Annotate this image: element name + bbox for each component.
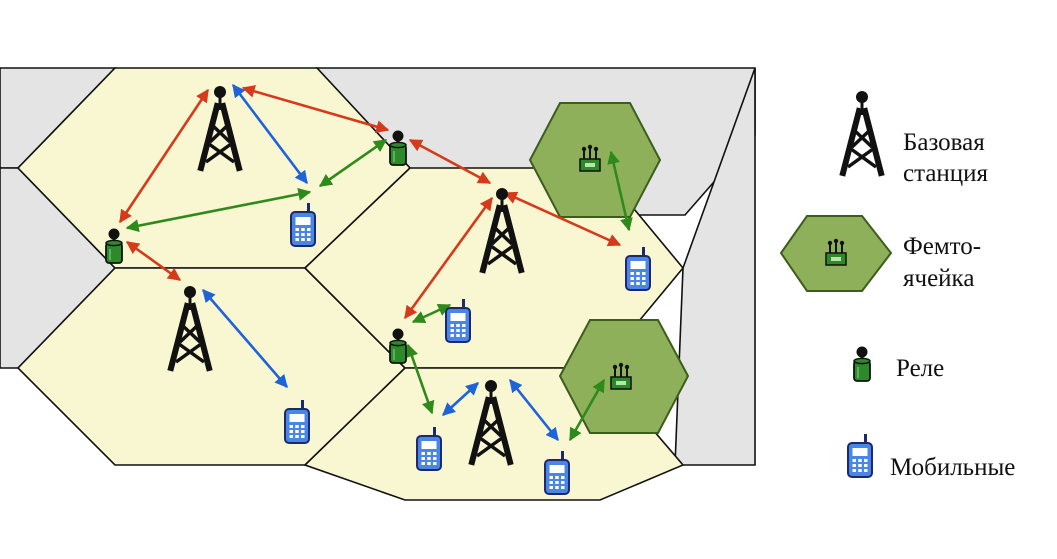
legend-base-station-icon xyxy=(843,91,881,173)
legend-base-station-label-2: станция xyxy=(903,160,989,187)
link-femto1-mobile xyxy=(607,150,633,232)
femtocell-ap-icon xyxy=(610,361,632,390)
link-mobile-relay2 xyxy=(318,138,388,188)
link-bs2-mobile xyxy=(503,191,622,247)
link-relay3-mobile-upper xyxy=(411,303,452,324)
link-bs3-mobile xyxy=(202,289,288,388)
legend-mobile-label: Мобильные xyxy=(890,454,1015,481)
legend-relay-icon xyxy=(853,345,871,382)
link-bs1-mobile xyxy=(231,83,309,185)
links xyxy=(118,83,633,442)
legend-femtocell-label-2: ячейка xyxy=(903,265,974,292)
legend-femtocell-label-1: Фемто- xyxy=(903,233,981,260)
legend: Базовая станция Фемто- ячейка Реле Мобил… xyxy=(779,91,1015,481)
link-relay2-bs2 xyxy=(408,138,492,185)
link-relay1-mobile xyxy=(125,187,312,233)
legend-femtocell-ap-icon xyxy=(825,237,847,266)
link-bs2-relay3 xyxy=(403,196,494,320)
femtocell-ap-icon xyxy=(579,143,601,172)
link-relay1-bs3 xyxy=(125,240,182,282)
legend-relay-label: Реле xyxy=(896,355,944,382)
link-relay3-mobile-lower xyxy=(405,343,435,415)
legend-base-station-label-1: Базовая xyxy=(903,129,985,156)
legend-mobile-icon xyxy=(847,433,873,478)
link-bs4-mobile xyxy=(508,378,560,442)
link-femto2-mobile xyxy=(568,378,606,442)
link-mobile-bs4 xyxy=(442,382,479,416)
